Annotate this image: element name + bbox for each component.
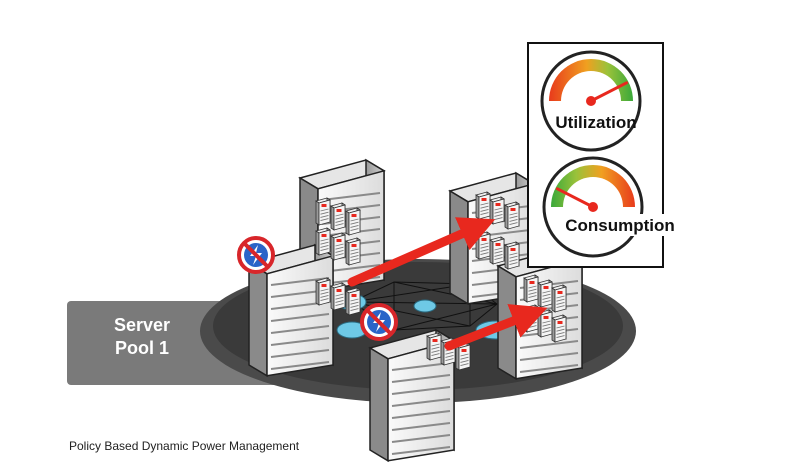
virtual-machine-icon (523, 274, 539, 303)
gauge-hub (588, 202, 598, 212)
consumption-gauge: Consumption (542, 156, 682, 258)
virtual-machine-icon (330, 232, 346, 261)
virtual-machine-icon (345, 207, 361, 236)
virtual-machine-icon (330, 282, 346, 311)
virtual-machine-icon (551, 314, 567, 343)
power-off-icon (360, 303, 398, 341)
virtual-machine-icon (504, 241, 520, 270)
gauge-hub (586, 96, 596, 106)
gauge-icon (542, 156, 644, 258)
virtual-machine-icon (426, 332, 442, 361)
utilization-gauge: Utilization (540, 50, 642, 152)
utilization-label: Utilization (555, 113, 636, 132)
gauge-icon (540, 50, 642, 152)
virtual-machine-icon (489, 236, 505, 265)
virtual-machine-icon (537, 279, 553, 308)
virtual-machine-icon (475, 231, 491, 260)
virtual-machine-icon (455, 342, 471, 371)
consumption-label: Consumption (565, 216, 675, 235)
virtual-machine-icon (330, 202, 346, 231)
virtual-machine-icon (489, 196, 505, 225)
migration-arrow (347, 217, 496, 287)
gauge-needle (589, 81, 629, 103)
pool-label-line2: Pool 1 (115, 338, 169, 358)
diagram-caption: Policy Based Dynamic Power Management (69, 439, 300, 453)
gauge-needle (555, 187, 595, 209)
virtual-machine-icon (315, 277, 331, 306)
virtual-machine-icon (345, 237, 361, 266)
virtual-machine-icon (551, 284, 567, 313)
virtual-machine-icon (315, 197, 331, 226)
power-off-icon (237, 236, 275, 274)
migration-arrow (444, 304, 548, 351)
virtual-machine-icon (345, 287, 361, 316)
virtual-machine-icon (537, 309, 553, 338)
virtual-machine-icon (475, 191, 491, 220)
virtual-machine-icon (315, 227, 331, 256)
virtual-machines (315, 191, 567, 371)
virtual-machine-icon (504, 201, 520, 230)
pool-label-line1: Server (114, 315, 170, 335)
